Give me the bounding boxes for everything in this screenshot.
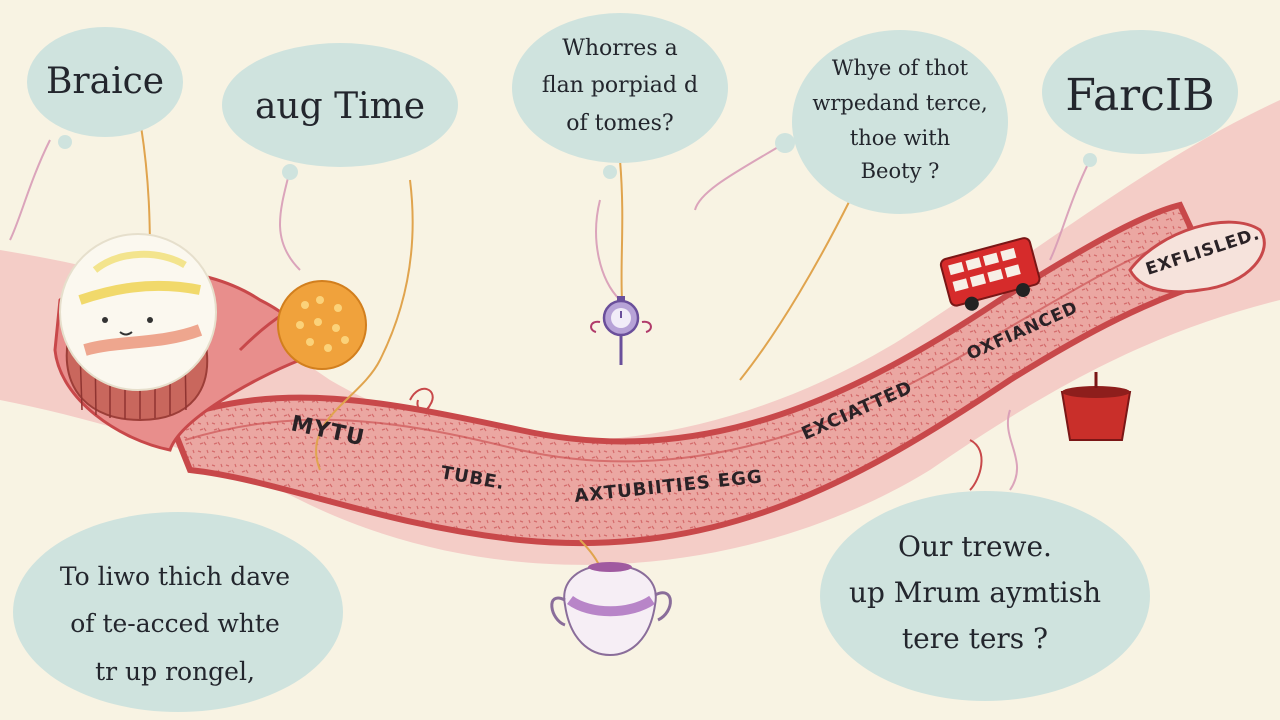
svg-text:flan porpiad d: flan porpiad d — [542, 73, 698, 98]
svg-text:To liwo thich dave: To liwo thich dave — [60, 562, 290, 591]
teapot-icon — [550, 562, 672, 657]
purple-clock-icon — [590, 296, 652, 365]
svg-text:Whye of thot: Whye of thot — [832, 56, 969, 80]
svg-text:Our trewe.: Our trewe. — [898, 530, 1052, 563]
svg-text:FarcIB: FarcIB — [1065, 70, 1214, 121]
bubble-top-left: Braice — [27, 27, 183, 149]
svg-text:Beoty ?: Beoty ? — [861, 159, 940, 183]
svg-text:tere ters ?: tere ters ? — [902, 622, 1048, 655]
bubble-top-right: FarcIB — [1042, 30, 1238, 167]
bubble-top-second: aug Time — [222, 43, 458, 180]
red-pot-icon — [1060, 372, 1132, 441]
bubble-top-center: Whorres a flan porpiad d of tomes? — [512, 13, 728, 179]
svg-text:wrpedand terce,: wrpedand terce, — [812, 91, 987, 115]
svg-text:of te-acced whte: of te-acced whte — [70, 609, 280, 638]
bubble-bottom-right: Our trewe. up Mrum aymtish tere ters ? — [820, 491, 1150, 701]
bubble-top-right-center: Whye of thot wrpedand terce, thoe with B… — [775, 30, 1008, 214]
svg-text:of tomes?: of tomes? — [566, 111, 673, 136]
svg-text:Whorres a: Whorres a — [562, 36, 677, 61]
svg-text:Braice: Braice — [46, 61, 164, 102]
svg-text:up Mrum aymtish: up Mrum aymtish — [849, 576, 1101, 609]
red-bus-icon — [939, 237, 1041, 311]
egg-icon — [59, 233, 217, 422]
bubble-bottom-left: To liwo thich dave of te-acced whte tr u… — [13, 512, 343, 712]
svg-text:aug Time: aug Time — [255, 86, 425, 127]
orange-ovum-icon — [277, 280, 367, 370]
svg-text:thoe with: thoe with — [850, 126, 950, 150]
svg-text:tr up rongel,: tr up rongel, — [95, 657, 255, 686]
